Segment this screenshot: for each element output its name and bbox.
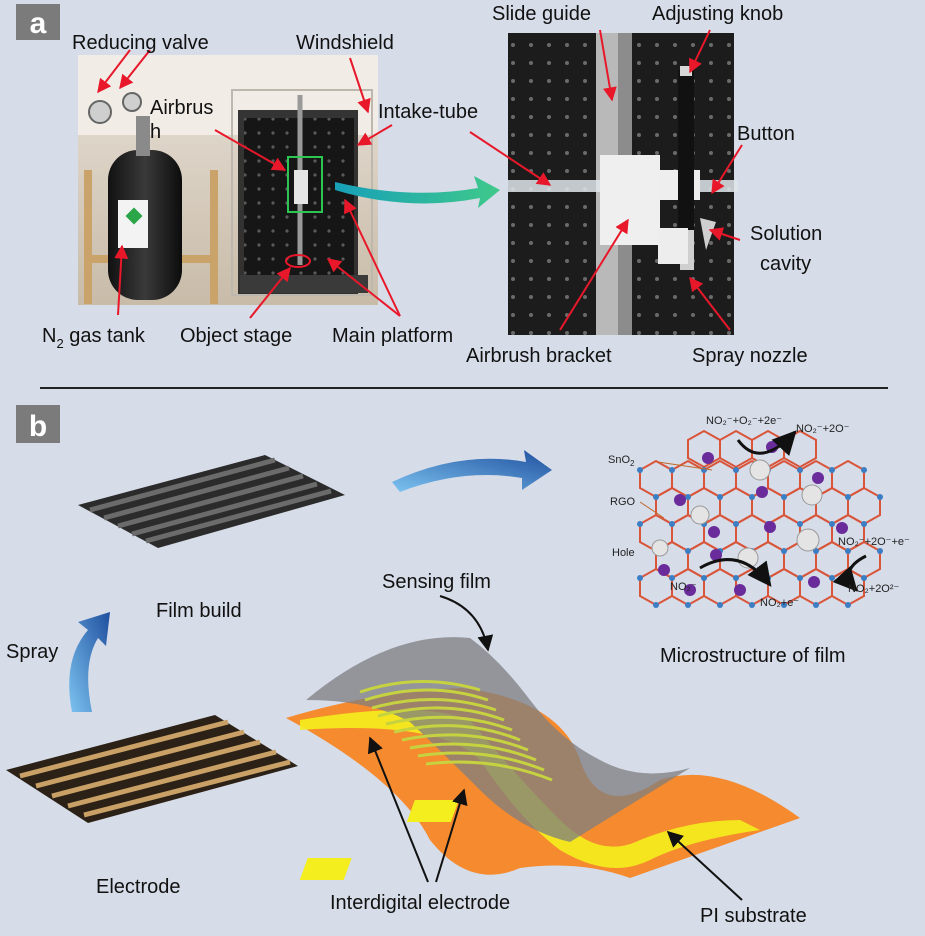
microstructure-arrow [392,450,552,492]
eq-left-2: NO₂+e⁻ [760,597,799,609]
panel-a-letter-box [16,4,60,40]
label-solution-line1: Solution [750,223,822,245]
label-spray: Spray [6,641,58,663]
setup-photo [78,55,378,305]
eq-right-1: NO₂⁻+2O⁻+e⁻ [838,536,910,548]
label-solution-line2: cavity [760,253,811,275]
label-airbrush-bracket: Airbrush bracket [466,345,612,367]
airbrush-detail-photo [508,33,738,335]
interdigital-electrode-fingers [359,680,553,782]
eq-top-left: NO₂⁻+O₂⁻+2e⁻ [706,415,782,427]
label-main-platform: Main platform [332,325,453,347]
sensor-device [286,637,800,880]
panel-b-letter-box [16,405,60,443]
label-pi-substrate: PI substrate [700,905,807,927]
label-intake-tube: Intake-tube [378,101,478,123]
eq-right-2: NO₂+2O²⁻ [848,583,900,595]
micro-label-hole: Hole [612,547,635,559]
eq-top-right: NO₂⁻+2O⁻ [796,423,850,435]
label-spray-nozzle: Spray nozzle [692,345,808,367]
label-n2-gas-tank: N2 gas tank [42,325,146,351]
sno2-particles [651,459,823,569]
hexagon-lattice [639,429,881,607]
panel-a-letter: a [30,7,47,40]
label-interdigital-electrode: Interdigital electrode [330,892,510,914]
panel-a: a [16,3,822,367]
film-build-surface [78,455,345,548]
label-button: Button [737,123,795,145]
label-airbrush-line1: Airbrus [150,97,213,119]
label-airbrush-line2: h [150,121,161,143]
reaction-arrows [699,430,867,592]
label-reducing-valve: Reducing valve [72,32,209,54]
black-pointer-arrows [367,595,743,901]
label-film-build: Film build [156,600,242,622]
label-microstructure: Microstructure of film [660,645,846,667]
panel-b: b [6,405,910,927]
micro-label-rgo: RGO [610,496,636,508]
label-slide-guide: Slide guide [492,3,591,25]
label-sensing-film: Sensing film [382,571,491,593]
object-stage-ring [285,254,311,268]
airbrush-highlight-box [287,156,323,213]
label-electrode: Electrode [96,876,181,898]
spray-arrow [69,612,110,712]
red-pointer-arrows [97,29,743,331]
micro-label-sno2: SnO2 [608,454,635,468]
label-windshield: Windshield [296,32,394,54]
electrode-surface [6,715,298,823]
teal-arrow [335,176,500,208]
eq-left-1: NO₂⁻ [670,581,697,593]
panel-b-letter: b [29,410,47,443]
microstructure-graphic: SnO2 RGO Hole NO₂⁻+O₂⁻+2e⁻ NO₂⁻+2O⁻ NO₂⁻… [608,415,910,609]
label-adjusting-knob: Adjusting knob [652,3,783,25]
pointer-lines [639,461,713,519]
label-object-stage: Object stage [180,325,292,347]
